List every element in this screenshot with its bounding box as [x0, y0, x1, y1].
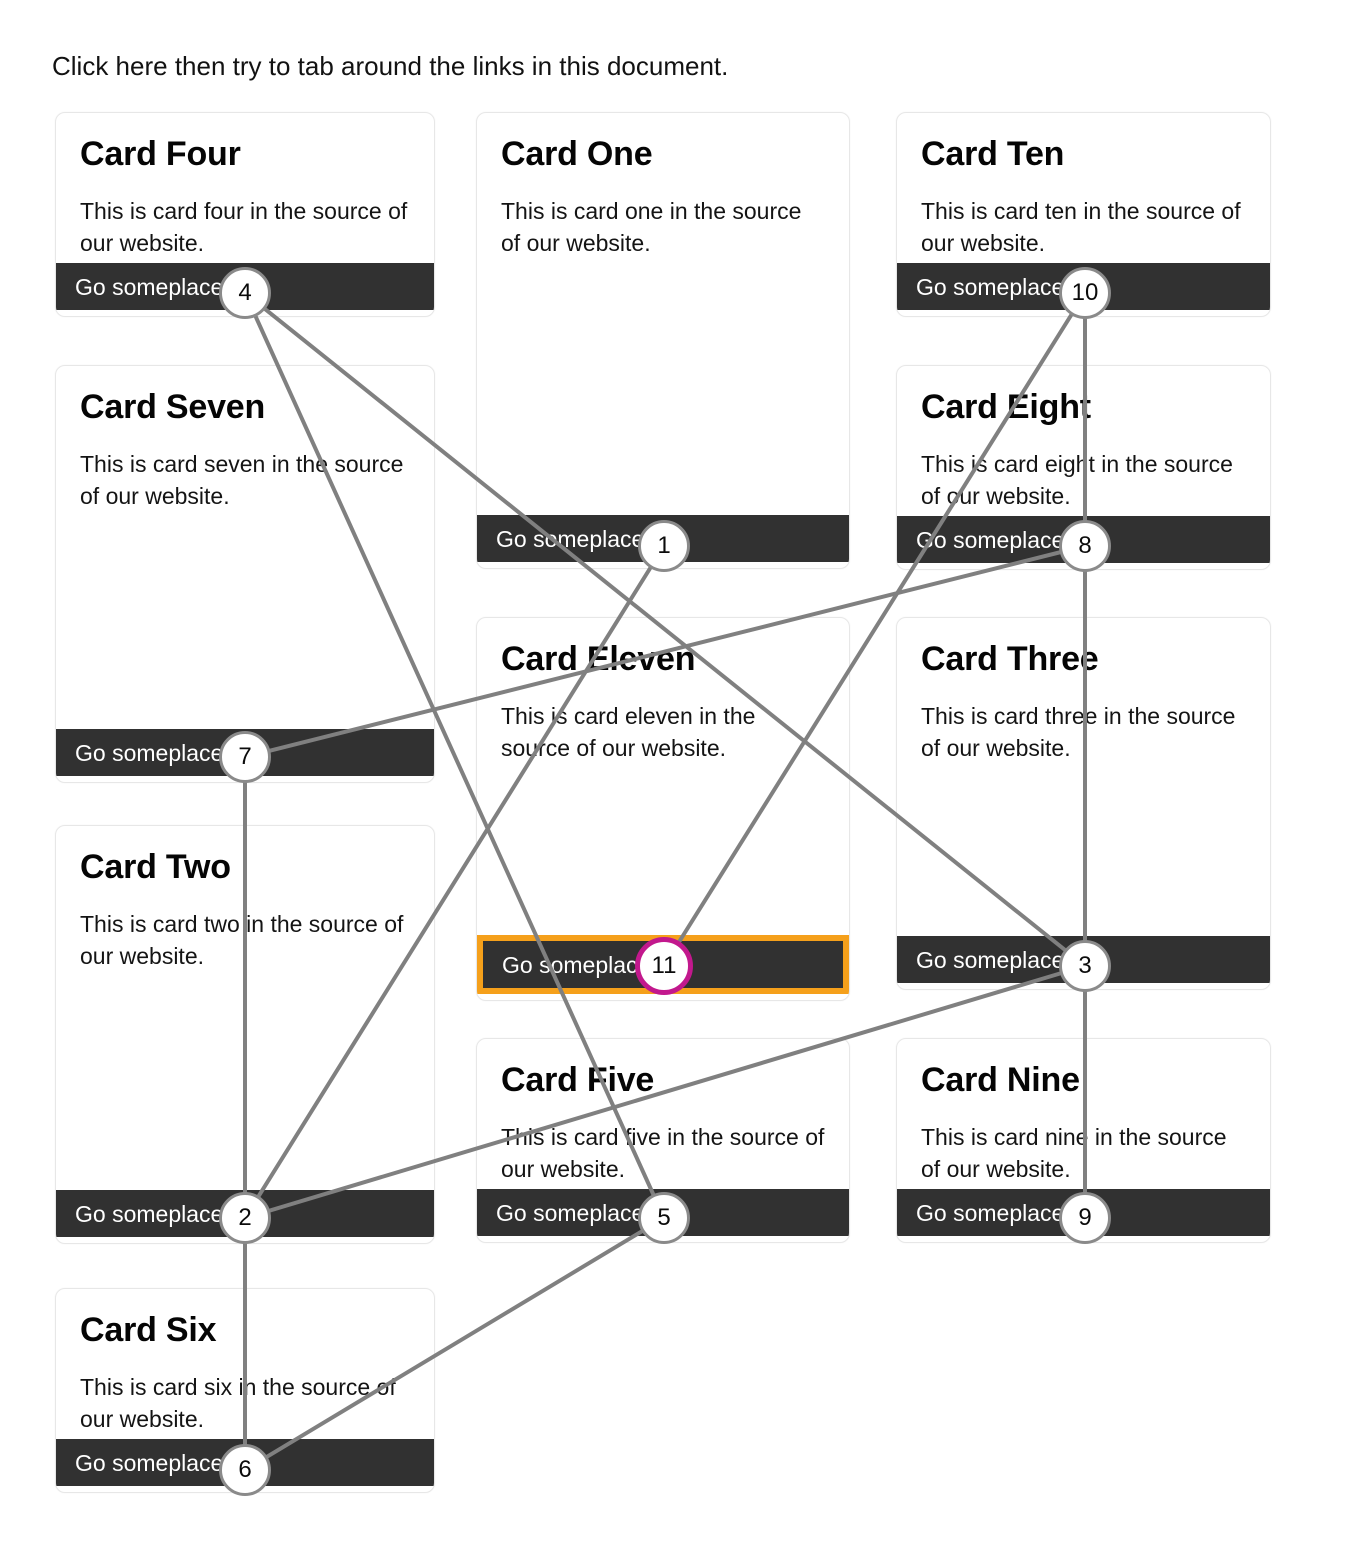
- card-title: Card Three: [921, 640, 1099, 678]
- card-title: Card Seven: [80, 388, 266, 426]
- card-title: Card Six: [80, 1311, 217, 1349]
- tab-index-badge-label: 4: [238, 279, 252, 306]
- card-spacer: [897, 764, 1270, 936]
- tab-index-badge-3: 3: [1059, 940, 1111, 992]
- card-title: Card Eleven: [501, 640, 696, 678]
- tab-index-badge-label: 10: [1071, 279, 1099, 306]
- tab-index-badge-label: 3: [1078, 952, 1092, 979]
- tab-index-badge-4: 4: [219, 267, 271, 319]
- tab-index-badge-6: 6: [219, 1444, 271, 1496]
- card-body-text: This is card eleven in the source of our…: [501, 703, 756, 761]
- card-body-text: This is card two in the source of our we…: [80, 911, 404, 969]
- go-someplace-link[interactable]: Go someplace: [496, 1199, 645, 1226]
- card-title: Card Ten: [921, 135, 1065, 173]
- card-title: Card One: [501, 135, 653, 173]
- card-body-text: This is card eight in the source of our …: [921, 451, 1233, 509]
- tab-index-badge-11: 11: [635, 937, 693, 995]
- go-someplace-link[interactable]: Go someplace: [496, 525, 645, 552]
- go-someplace-link[interactable]: Go someplace: [75, 1200, 224, 1227]
- tab-index-badge-label: 5: [657, 1204, 671, 1231]
- card-title: Card Five: [501, 1061, 655, 1099]
- tab-index-badge-5: 5: [638, 1192, 690, 1244]
- tab-index-badge-9: 9: [1059, 1192, 1111, 1244]
- go-someplace-link[interactable]: Go someplace: [916, 1199, 1065, 1226]
- tab-index-badge-label: 2: [238, 1204, 252, 1231]
- card-spacer: [477, 259, 849, 515]
- tab-index-badge-label: 1: [657, 532, 671, 559]
- tab-index-badge-label: 9: [1078, 1204, 1092, 1231]
- tab-index-badge-label: 11: [651, 952, 677, 979]
- tab-index-badge-2: 2: [219, 1192, 271, 1244]
- card-body-text: This is card nine in the source of our w…: [921, 1124, 1227, 1182]
- tab-index-badge-label: 6: [238, 1456, 252, 1483]
- card-title: Card Two: [80, 848, 231, 886]
- tab-index-badge-10: 10: [1059, 267, 1111, 319]
- card-body-text: This is card five in the source of our w…: [501, 1124, 825, 1182]
- go-someplace-link[interactable]: Go someplace: [75, 739, 224, 766]
- go-someplace-link[interactable]: Go someplace: [916, 273, 1065, 300]
- card-body-text: This is card ten in the source of our we…: [921, 198, 1241, 256]
- card-spacer: [56, 972, 434, 1190]
- tab-index-badge-7: 7: [219, 731, 271, 783]
- tab-index-badge-8: 8: [1059, 520, 1111, 572]
- card-body-text: This is card three in the source of our …: [921, 703, 1236, 761]
- tab-index-badge-label: 7: [238, 743, 252, 770]
- go-someplace-link[interactable]: Go someplace: [916, 526, 1065, 553]
- page-intro-text: Click here then try to tab around the li…: [52, 51, 729, 81]
- card-title: Card Nine: [921, 1061, 1080, 1099]
- card-spacer: [56, 512, 434, 729]
- go-someplace-link[interactable]: Go someplace: [75, 273, 224, 300]
- card-body-text: This is card four in the source of our w…: [80, 198, 408, 256]
- tab-index-badge-label: 8: [1078, 532, 1092, 559]
- card-body-text: This is card six in the source of our we…: [80, 1374, 396, 1432]
- card-spacer: [477, 764, 849, 935]
- tab-index-badge-1: 1: [638, 520, 690, 572]
- go-someplace-link[interactable]: Go someplace: [502, 951, 651, 978]
- card-title: Card Eight: [921, 388, 1091, 426]
- card-body-text: This is card one in the source of our we…: [501, 198, 802, 256]
- card-body-text: This is card seven in the source of our …: [80, 451, 404, 509]
- go-someplace-link[interactable]: Go someplace: [75, 1449, 224, 1476]
- card-title: Card Four: [80, 135, 241, 173]
- go-someplace-link[interactable]: Go someplace: [916, 946, 1065, 973]
